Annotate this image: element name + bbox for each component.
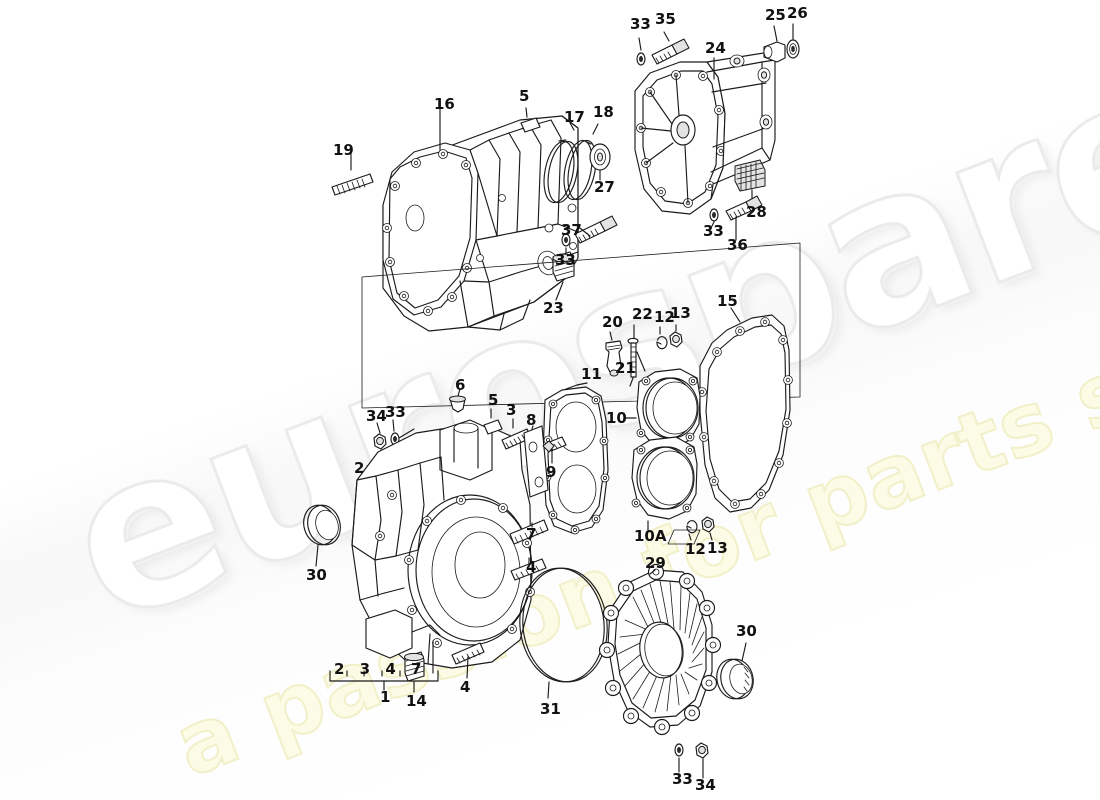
part-34-nut-left: [373, 422, 387, 450]
callout-33-mid: 33: [555, 251, 576, 269]
part-12-lock-washer-upper: [656, 326, 668, 350]
callout-4-upper: 4: [526, 558, 537, 576]
callout-13-upper: 13: [670, 304, 691, 322]
part-30-oil-seal-right: [716, 642, 754, 700]
part-29-finned-cover: [598, 563, 722, 736]
callout-5-upper: 5: [519, 87, 530, 105]
callout-30-right: 30: [736, 622, 757, 640]
part-15-gasket: [697, 307, 793, 513]
callout-16: 16: [434, 95, 455, 113]
part-30-oil-seal-left: [303, 504, 341, 567]
part-10a-cover-flange: [631, 436, 698, 531]
callout-34-bottom: 34: [695, 776, 716, 794]
callout-37: 37: [561, 221, 582, 239]
part-33-washer-bottom: [674, 743, 684, 773]
part-13-nut-upper: [669, 324, 683, 348]
part-11-gasket: [542, 382, 610, 535]
part-24-rear-cover: [634, 51, 776, 215]
part-27-bearing: [589, 143, 611, 181]
callout-2: 2: [354, 459, 365, 477]
callout-10a: 10A: [634, 527, 667, 545]
callout-4-lower: 4: [460, 678, 471, 696]
callout-17: 17: [564, 108, 585, 126]
group-member-numbers: 2 3 4 7: [334, 660, 427, 678]
callout-10: 10: [606, 409, 627, 427]
callout-24: 24: [705, 39, 726, 57]
callout-33-top: 33: [630, 15, 651, 33]
callout-22: 22: [632, 305, 653, 323]
callout-18: 18: [593, 103, 614, 121]
part-34-nut-bottom: [695, 742, 709, 779]
callout-19: 19: [333, 141, 354, 159]
callout-34-left: 34: [366, 407, 387, 425]
callout-7: 7: [526, 525, 537, 543]
part-25-bushing: [763, 25, 786, 63]
callout-33-bottom: 33: [672, 770, 693, 788]
callout-9: 9: [546, 463, 557, 481]
callout-36: 36: [727, 236, 748, 254]
callout-33-right: 33: [703, 222, 724, 240]
callout-15: 15: [717, 292, 738, 310]
callout-12-lower: 12: [685, 540, 706, 558]
callout-35: 35: [655, 10, 676, 28]
callout-30-left: 30: [306, 566, 327, 584]
callout-33-left: 33: [385, 403, 406, 421]
callout-13-lower: 13: [707, 539, 728, 557]
callout-28: 28: [746, 203, 767, 221]
callout-26: 26: [787, 4, 808, 22]
callout-11: 11: [581, 365, 602, 383]
group-assembly-number: 1: [380, 688, 391, 706]
callout-6: 6: [455, 376, 466, 394]
part-28-magnet: [734, 159, 766, 207]
part-1-clutch-housing-assembly: [351, 419, 535, 669]
callout-3: 3: [506, 401, 517, 419]
part-26-washer: [786, 23, 800, 59]
callout-25: 25: [765, 6, 786, 24]
part-10-cover-flange: [625, 351, 701, 449]
callout-27: 27: [594, 178, 615, 196]
callout-21: 21: [615, 359, 636, 377]
part-33-washer-top: [636, 37, 646, 66]
callout-29: 29: [645, 554, 666, 572]
callout-5-lower: 5: [488, 391, 499, 409]
callout-23: 23: [543, 299, 564, 317]
part-35-bolt: [651, 31, 690, 65]
callout-20: 20: [602, 313, 623, 331]
callout-14: 14: [406, 692, 427, 710]
part-5-dowel-sleeve-lower: [483, 408, 503, 435]
callout-8: 8: [526, 411, 537, 429]
part-16-transmission-case: [382, 103, 579, 332]
callout-31: 31: [540, 700, 561, 718]
